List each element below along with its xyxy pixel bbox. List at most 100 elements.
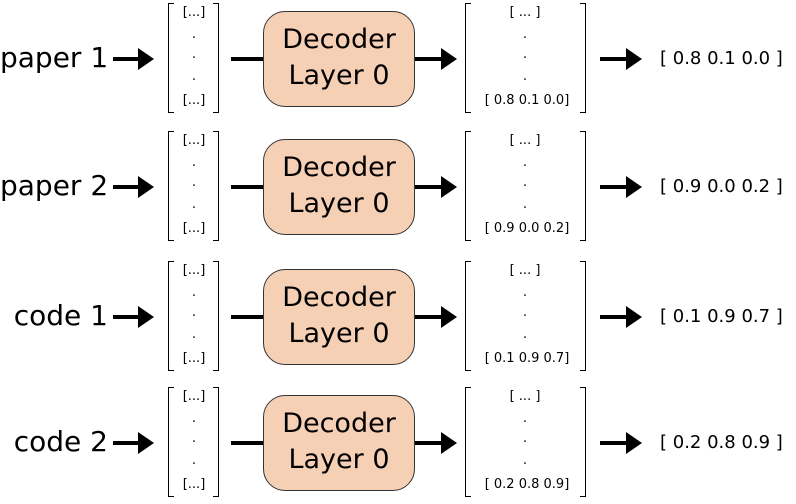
matrix-dot: .: [522, 453, 528, 468]
input-matrix-left-bracket: [168, 3, 174, 113]
matrix-dot: .: [522, 27, 528, 42]
arrow: [600, 48, 642, 70]
arrow: [113, 306, 154, 328]
input-matrix-top: [...]: [182, 263, 206, 278]
matrix-dot: .: [191, 47, 197, 62]
matrix-dot: .: [522, 197, 528, 212]
arrow: [415, 176, 457, 198]
output-matrix-right-bracket: [580, 261, 586, 371]
input-matrix-top: [...]: [182, 5, 206, 20]
input-matrix-bottom: [...]: [182, 93, 206, 108]
matrix-dot: .: [522, 175, 528, 190]
matrix-dot: .: [522, 305, 528, 320]
matrix-dot: .: [191, 305, 197, 320]
output-matrix-top: [ ... ]: [509, 133, 541, 148]
input-label: paper 2: [0, 169, 109, 202]
matrix-dot: .: [191, 69, 197, 84]
matrix-dot: .: [191, 327, 197, 342]
matrix-dot: .: [191, 155, 197, 170]
arrow-head: [441, 432, 457, 454]
output-matrix-top: [ ... ]: [509, 263, 541, 278]
matrix-dot: .: [522, 431, 528, 446]
output-matrix-right-bracket: [580, 3, 586, 113]
input-matrix-top: [...]: [182, 133, 206, 148]
decoder-label-line2: Layer 0: [288, 60, 390, 91]
result-vector: [ 0.2 0.8 0.9 ]: [660, 432, 783, 453]
arrow-head: [138, 176, 154, 198]
output-matrix-left-bracket: [465, 261, 471, 371]
decoder-label-line1: Decoder: [282, 152, 396, 183]
decoder-label-line2: Layer 0: [288, 444, 390, 475]
arrow-head: [441, 176, 457, 198]
decoder-label-line1: Decoder: [282, 408, 396, 439]
arrow-head: [626, 48, 642, 70]
input-matrix-left-bracket: [168, 261, 174, 371]
output-matrix-top: [ ... ]: [509, 5, 541, 20]
matrix-dot: .: [522, 69, 528, 84]
arrow: [600, 432, 642, 454]
matrix-dot: .: [522, 411, 528, 426]
connector-line: [231, 441, 263, 445]
input-matrix-right-bracket: [213, 261, 219, 371]
matrix-dot: .: [522, 327, 528, 342]
matrix-dot: .: [522, 285, 528, 300]
input-label: paper 1: [0, 41, 109, 74]
decoder-label-line2: Layer 0: [288, 318, 390, 349]
arrow: [600, 306, 642, 328]
output-matrix-left-bracket: [465, 131, 471, 241]
matrix-dot: .: [191, 27, 197, 42]
input-matrix-bottom: [...]: [182, 351, 206, 366]
matrix-dot: .: [191, 431, 197, 446]
arrow: [415, 48, 457, 70]
decoder-label-line1: Decoder: [282, 282, 396, 313]
connector-line: [231, 57, 263, 61]
decoder-label-line1: Decoder: [282, 24, 396, 55]
arrow-head: [626, 306, 642, 328]
input-matrix-bottom: [...]: [182, 477, 206, 492]
result-vector: [ 0.1 0.9 0.7 ]: [660, 306, 783, 327]
matrix-dot: .: [191, 197, 197, 212]
arrow-head: [441, 306, 457, 328]
matrix-dot: .: [191, 285, 197, 300]
result-vector: [ 0.9 0.0 0.2 ]: [660, 176, 783, 197]
output-matrix-right-bracket: [580, 387, 586, 497]
output-matrix-left-bracket: [465, 387, 471, 497]
input-matrix-right-bracket: [213, 387, 219, 497]
arrow-head: [441, 48, 457, 70]
input-matrix-bottom: [...]: [182, 221, 206, 236]
arrow-head: [138, 432, 154, 454]
input-label: code 2: [13, 425, 108, 458]
matrix-dot: .: [191, 411, 197, 426]
arrow: [415, 432, 457, 454]
output-matrix-bottom-vector: [ 0.2 0.8 0.9]: [484, 477, 570, 492]
input-matrix-right-bracket: [213, 131, 219, 241]
input-label: code 1: [13, 299, 108, 332]
input-matrix-right-bracket: [213, 3, 219, 113]
output-matrix-bottom-vector: [ 0.1 0.9 0.7]: [484, 351, 570, 366]
output-matrix-left-bracket: [465, 3, 471, 113]
decoder-label-line2: Layer 0: [288, 188, 390, 219]
output-matrix-bottom-vector: [ 0.9 0.0 0.2]: [484, 221, 570, 236]
arrow-head: [626, 176, 642, 198]
output-matrix-right-bracket: [580, 131, 586, 241]
arrow: [415, 306, 457, 328]
connector-line: [231, 315, 263, 319]
input-matrix-left-bracket: [168, 131, 174, 241]
matrix-dot: .: [191, 453, 197, 468]
matrix-dot: .: [191, 175, 197, 190]
connector-line: [231, 185, 263, 189]
arrow: [113, 48, 154, 70]
arrow-head: [626, 432, 642, 454]
input-matrix-top: [...]: [182, 389, 206, 404]
output-matrix-bottom-vector: [ 0.8 0.1 0.0]: [484, 93, 570, 108]
arrow-head: [138, 306, 154, 328]
result-vector: [ 0.8 0.1 0.0 ]: [660, 48, 783, 69]
